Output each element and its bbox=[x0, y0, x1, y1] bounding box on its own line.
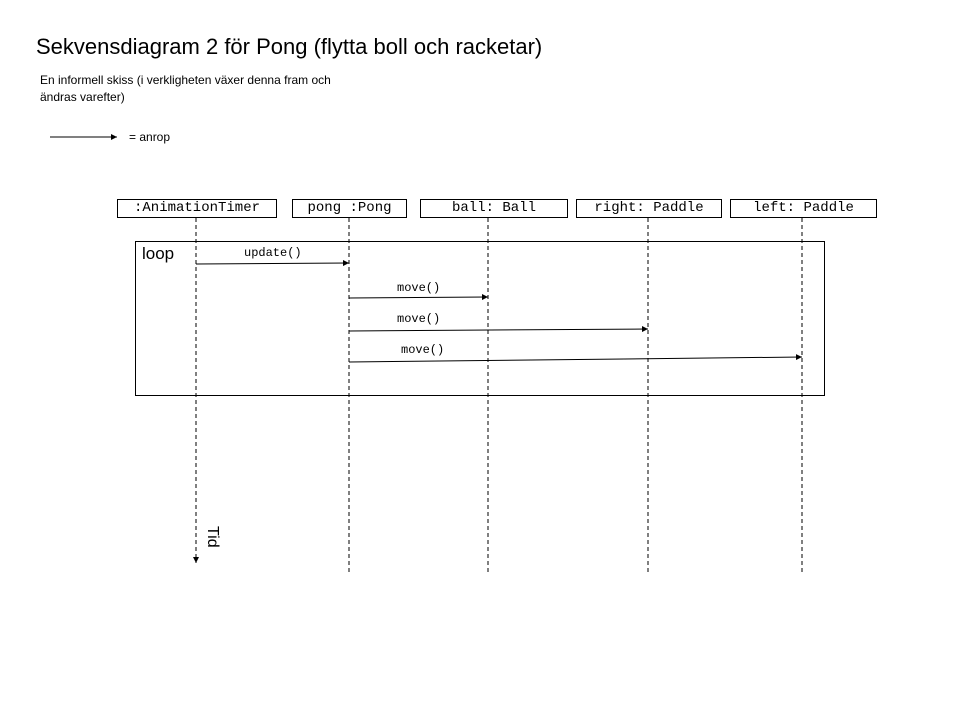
legend-label: = anrop bbox=[129, 130, 171, 144]
participant-animationtimer: :AnimationTimer bbox=[117, 199, 277, 218]
message-arrow-move-right-paddle bbox=[348, 326, 649, 333]
loop-frame bbox=[135, 241, 825, 396]
diagram-title: Sekvensdiagram 2 för Pong (flytta boll o… bbox=[36, 34, 543, 59]
participant-ball: ball: Ball bbox=[420, 199, 568, 218]
message-label-update: update() bbox=[244, 246, 302, 260]
loop-label: loop bbox=[142, 244, 175, 263]
diagram-subtitle: En informell skiss (i verkligheten växer… bbox=[40, 73, 331, 104]
participant-left-paddle: left: Paddle bbox=[730, 199, 877, 218]
participant-pong: pong :Pong bbox=[292, 199, 407, 218]
message-arrow-update bbox=[195, 260, 350, 267]
time-axis-label: Tid bbox=[204, 526, 221, 548]
participant-right-paddle: right: Paddle bbox=[576, 199, 722, 218]
message-label-move-right-paddle: move() bbox=[397, 312, 441, 326]
message-arrow-move-ball bbox=[348, 294, 489, 301]
message-arrow-move-left-paddle bbox=[348, 354, 803, 363]
message-label-move-ball: move() bbox=[397, 281, 441, 295]
message-label-move-left-paddle: move() bbox=[401, 343, 445, 357]
